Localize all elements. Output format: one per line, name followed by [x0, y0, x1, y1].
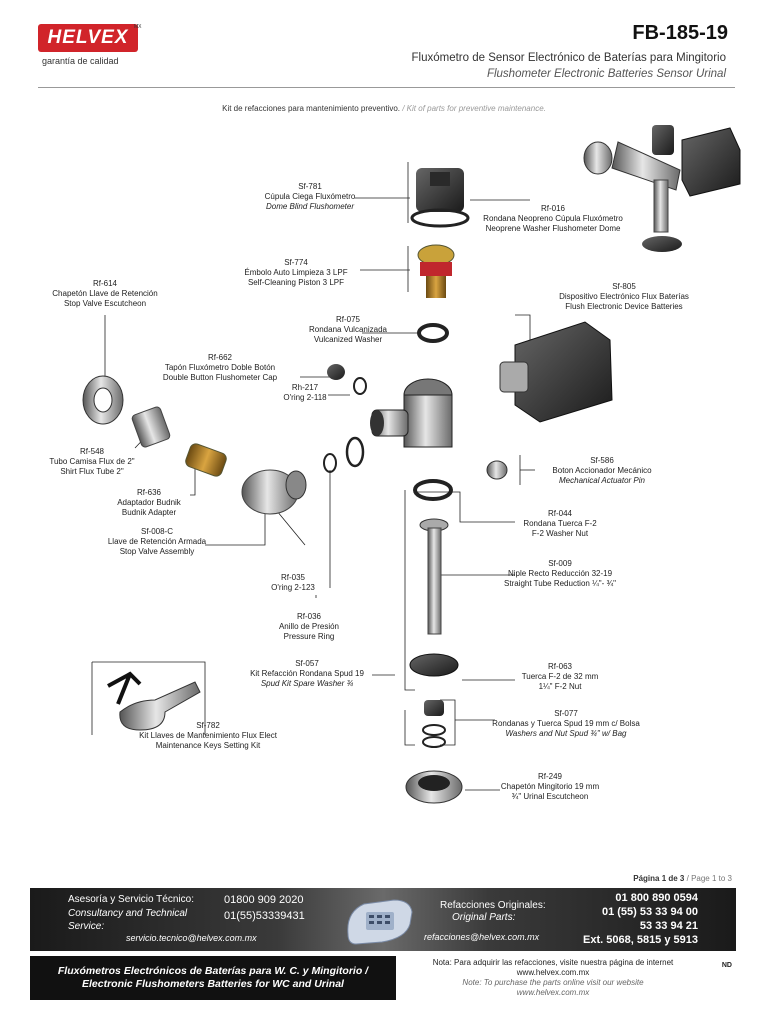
- service-label-es: Asesoría y Servicio Técnico:: [68, 894, 194, 905]
- note-en: Note: To purchase the parts online visit…: [462, 978, 644, 987]
- service-phone-2: 01(55)53339431: [224, 910, 305, 922]
- kit-heading-en: / Kit of parts for preventive maintenanc…: [402, 104, 546, 113]
- service-label-en-1: Consultancy and Technical: [68, 908, 188, 919]
- telephone-icon: [347, 899, 413, 945]
- parts-phone-3: 53 33 94 21: [639, 920, 698, 932]
- header-divider: [38, 87, 735, 88]
- logo-mark: MX: [134, 24, 142, 30]
- service-label-en-2: Service:: [68, 921, 105, 932]
- note-url-2[interactable]: www.helvex.com.mx: [516, 988, 590, 997]
- parts-email[interactable]: refacciones@helvex.com.mx: [424, 932, 540, 942]
- logo-tagline: garantía de calidad: [42, 56, 119, 66]
- parts-label-es: Refacciones Originales:: [440, 900, 546, 911]
- page-indicator: Página 1 de 3 / Page 1 to 3: [633, 874, 732, 883]
- kit-heading-es: Kit de refacciones para mantenimiento pr…: [222, 104, 400, 113]
- kit-heading: Kit de refacciones para mantenimiento pr…: [0, 104, 768, 113]
- note-es: Nota: Para adquirir las refacciones, vis…: [432, 958, 674, 967]
- piston-part: [417, 244, 455, 298]
- parts-label-en: Original Parts:: [452, 912, 516, 923]
- product-title-en: Flushometer Electronic Batteries Sensor …: [486, 68, 726, 80]
- product-line-es: Fluxómetros Electrónicos de Baterías par…: [57, 965, 369, 977]
- stop-valve-part: [241, 469, 307, 515]
- note-url-1[interactable]: www.helvex.com.mx: [516, 968, 590, 977]
- service-email[interactable]: servicio.tecnico@helvex.com.mx: [126, 933, 257, 943]
- dome-part: [410, 168, 470, 228]
- product-line-en: Electronic Flushometers Batteries for WC…: [82, 978, 344, 990]
- service-phone-1: 01800 909 2020: [224, 894, 304, 906]
- parts-phone-2: 01 (55) 53 33 94 00: [601, 906, 698, 918]
- product-line-banner: Fluxómetros Electrónicos de Baterías par…: [30, 956, 396, 1000]
- page-en: / Page 1 to 3: [686, 874, 732, 883]
- contact-band: Asesoría y Servicio Técnico: Consultancy…: [30, 888, 736, 951]
- assembled-flushometer: [583, 125, 741, 252]
- parts-phone-4: Ext. 5068, 5815 y 5913: [583, 934, 698, 946]
- product-code: FB-185-19: [632, 22, 728, 44]
- purchase-note: Nota: Para adquirir las refacciones, vis…: [412, 958, 694, 998]
- helvex-logo: HELVEX: [38, 24, 138, 52]
- product-title-es: Fluxómetro de Sensor Electrónico de Bate…: [411, 52, 727, 64]
- nd-mark: ND: [721, 962, 732, 969]
- parts-phone-1: 01 800 890 0594: [615, 892, 698, 904]
- valve-body: [370, 378, 453, 448]
- page-es: Página 1 de 3: [633, 874, 685, 883]
- electronic-device-part: [499, 321, 613, 423]
